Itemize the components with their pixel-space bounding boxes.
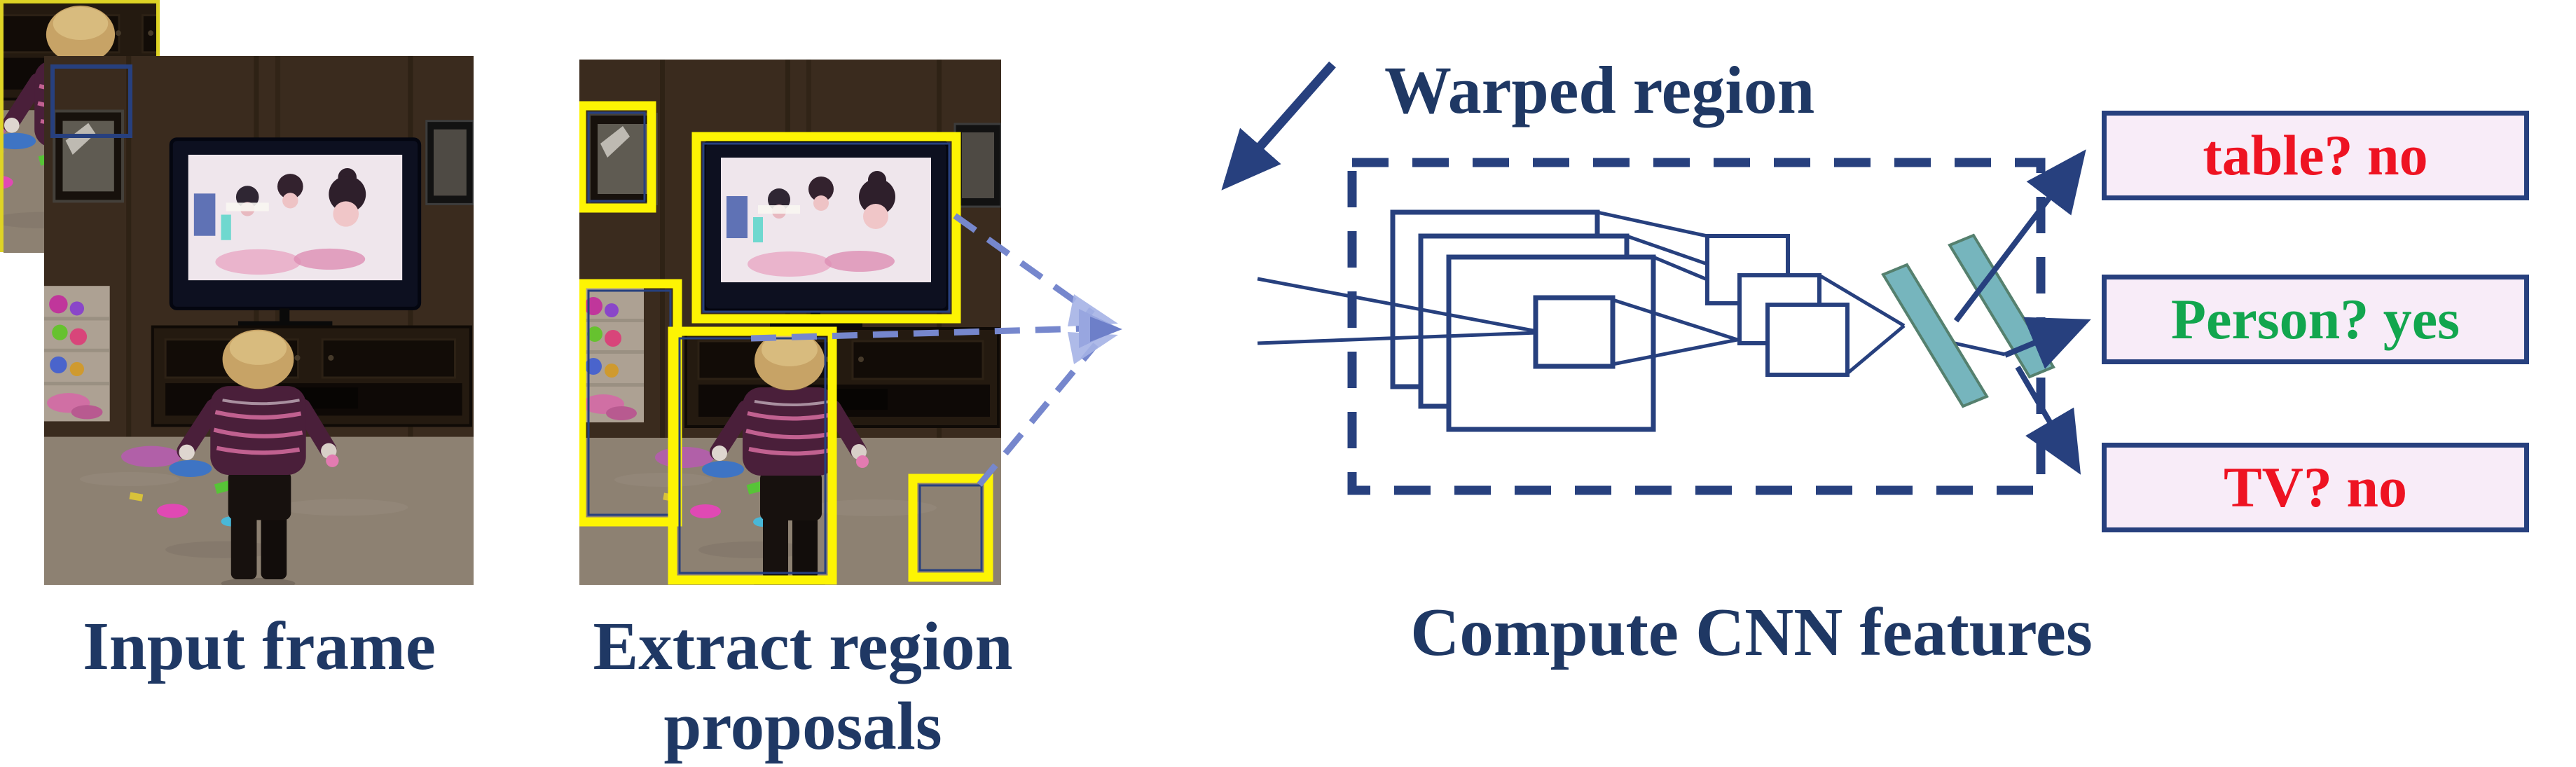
- floor-toys: [120, 445, 242, 527]
- warped-region-caption: Warped region: [1384, 53, 1815, 127]
- child-figure: [710, 331, 869, 585]
- region-proposal-box: [918, 484, 983, 572]
- cnn-connection-lines: [1257, 210, 1768, 345]
- wall-picture-frame-left: [53, 109, 125, 203]
- toy-shelf: [44, 286, 110, 422]
- cnn-feature-maps: [1390, 209, 1656, 432]
- warped-region-bounding-box: [50, 64, 132, 138]
- wall-picture-frame-left: [588, 113, 658, 205]
- child-figure: [177, 329, 339, 585]
- region-proposal-box: [587, 111, 646, 202]
- warped-region-arrow: [1221, 61, 1336, 191]
- cnn-fc-cone-lines: [1818, 273, 2006, 375]
- cnn-conv-window: [1533, 295, 1616, 369]
- cnn-fc-layers: [1881, 233, 2055, 408]
- room-photo-art: [579, 60, 1001, 585]
- region-proposal-box: [908, 474, 993, 582]
- cnn-cone-lines: [1612, 298, 1738, 366]
- warp-arrowhead-cluster: [1068, 294, 1122, 364]
- room-photo-art: [44, 56, 474, 585]
- region-proposals-photo: [579, 60, 1001, 585]
- classification-result-table: table? no: [2102, 111, 2529, 200]
- tv: [169, 137, 422, 327]
- classification-result-tv: TV? no: [2102, 443, 2529, 532]
- region-proposal-box: [579, 101, 656, 213]
- classification-label: table? no: [2203, 123, 2428, 187]
- wall-picture-frame-right: [425, 120, 474, 205]
- classification-result-person: Person? yes: [2102, 275, 2529, 364]
- cnn-dashed-box: [1347, 158, 2046, 495]
- input-frame-caption: Input frame: [83, 609, 436, 684]
- toy-shelf: [579, 288, 644, 422]
- classification-label: Person? yes: [2170, 287, 2460, 351]
- wall-picture-frame-right: [953, 123, 1001, 208]
- region-proposal-box: [579, 279, 682, 527]
- compute-cnn-caption: Compute CNN features: [1410, 595, 2093, 670]
- classification-label: TV? no: [2223, 455, 2407, 519]
- tv: [702, 140, 950, 329]
- input-frame-photo: [44, 56, 474, 585]
- cnn-feature-maps-2: [1705, 234, 1850, 377]
- region-proposal-box: [702, 142, 951, 313]
- output-arrows: [1953, 149, 2091, 475]
